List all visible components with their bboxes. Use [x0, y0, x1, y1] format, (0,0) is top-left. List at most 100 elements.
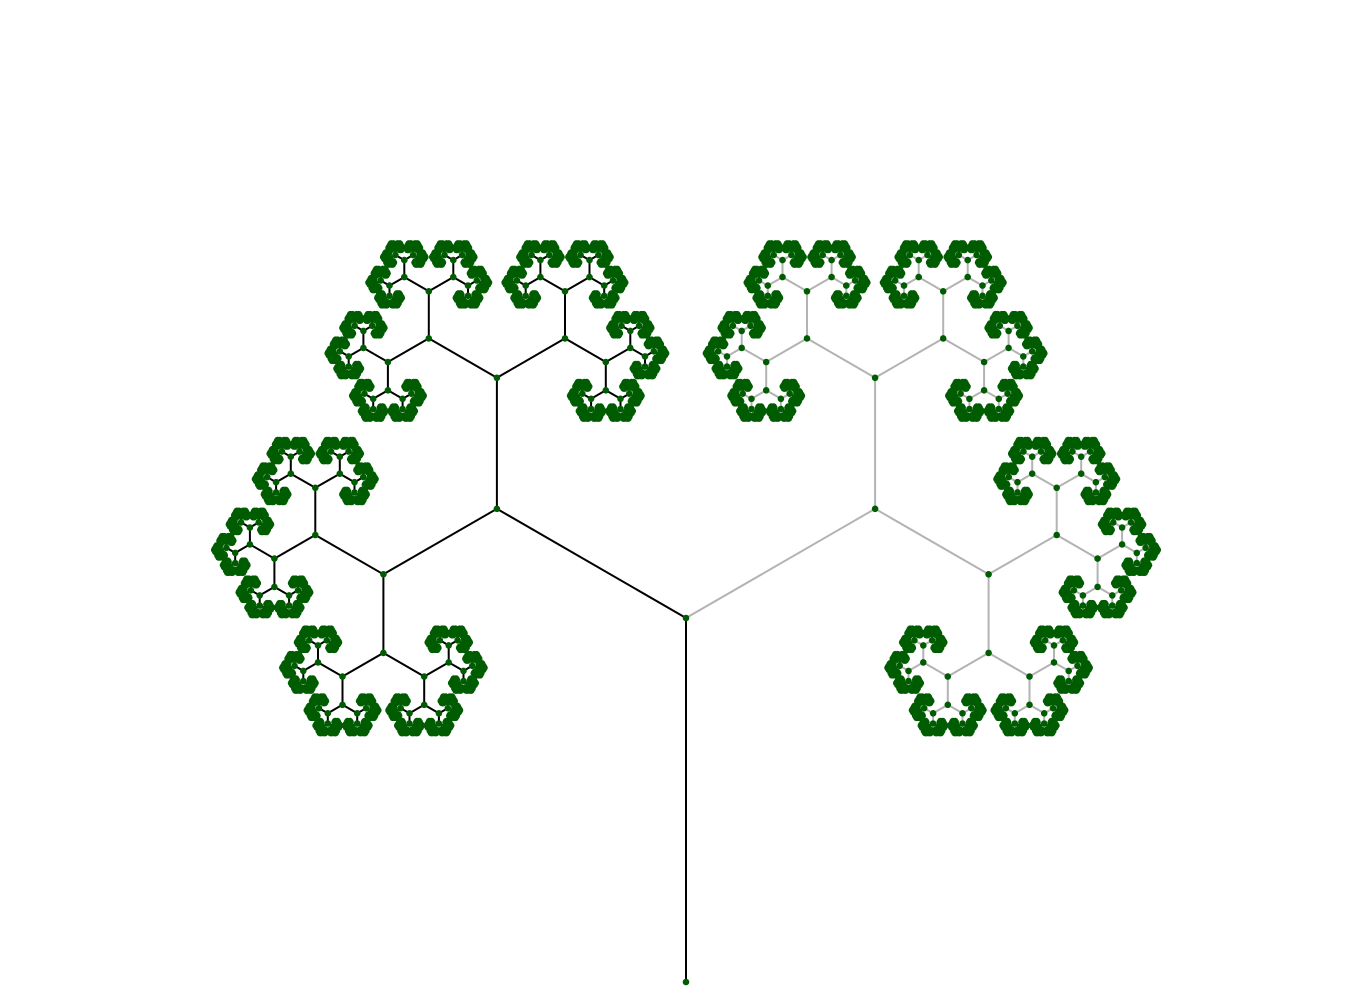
tree-node: [227, 539, 235, 546]
tree-node: [362, 480, 369, 487]
tree-node: [246, 524, 254, 531]
tree-node: [347, 719, 354, 726]
tree-node: [456, 643, 464, 650]
tree-node: [635, 362, 642, 369]
tree-node: [401, 273, 408, 281]
tree-node: [803, 288, 811, 295]
tree-node: [324, 720, 332, 727]
tree-node: [401, 699, 409, 707]
tree-node: [611, 283, 619, 291]
tree-node: [266, 487, 273, 495]
tree-node: [410, 396, 418, 404]
tree-node: [446, 711, 454, 718]
tree-node: [597, 258, 604, 265]
tree-node: [399, 395, 406, 403]
tree-node: [738, 344, 745, 352]
tree-node: [341, 342, 348, 350]
tree-node: [425, 335, 433, 342]
tree-node: [363, 404, 370, 412]
tree-node: [429, 719, 436, 726]
tree-node: [749, 328, 757, 336]
tree-node: [237, 519, 245, 526]
tree-node: [345, 448, 352, 455]
tree-node: [380, 571, 387, 578]
tree-node: [583, 385, 590, 392]
tree-node: [627, 327, 634, 335]
tree-node: [305, 637, 313, 644]
tree-node: [247, 587, 255, 594]
tree-node: [764, 282, 772, 289]
tree-node: [296, 448, 303, 455]
tree-node: [537, 256, 544, 264]
tree-node: [225, 558, 232, 566]
tree-node: [353, 720, 361, 727]
tree-node: [314, 642, 322, 649]
tree-node: [777, 395, 785, 403]
tree-node: [493, 374, 501, 382]
tree-node: [380, 649, 387, 657]
tree-node: [360, 473, 367, 481]
tree-node: [445, 246, 453, 254]
tree-node: [392, 404, 400, 412]
tree-node: [435, 720, 443, 727]
tree-node: [381, 272, 389, 279]
tree-node: [594, 291, 601, 298]
tree-node: [384, 358, 392, 366]
tree-node: [327, 448, 335, 455]
tree-node: [399, 719, 407, 726]
tree-node: [454, 637, 461, 644]
tree-node: [453, 676, 461, 684]
tree-node: [249, 601, 257, 608]
tree-node: [291, 662, 298, 670]
tree-node: [748, 395, 755, 403]
tree-node: [602, 358, 610, 366]
tree-node: [257, 525, 265, 532]
tree-node: [298, 454, 306, 462]
tree-node: [406, 720, 413, 727]
tree-node: [296, 593, 304, 600]
tree-node: [246, 541, 254, 548]
tree-node: [362, 704, 370, 712]
tree-node: [561, 288, 569, 295]
tree-node: [638, 328, 645, 336]
tree-node: [242, 513, 249, 521]
tree-node: [475, 283, 483, 291]
tree-node: [493, 505, 501, 513]
tree-node: [518, 272, 525, 279]
tree-node: [317, 719, 325, 726]
tree-node: [610, 404, 618, 412]
tree-node: [344, 487, 352, 495]
tree-node: [351, 489, 358, 496]
tree-node: [587, 395, 595, 403]
tree-node: [682, 978, 690, 986]
tree-node: [460, 677, 467, 685]
tree-node: [586, 273, 593, 281]
tree-node: [325, 643, 333, 650]
tree-node: [300, 677, 307, 685]
tree-node: [515, 291, 523, 298]
tree-node: [719, 342, 726, 350]
tree-node: [315, 704, 323, 712]
tree-node: [396, 246, 404, 254]
tree-node: [369, 395, 377, 403]
tree-node: [339, 701, 346, 709]
tree-node: [283, 443, 290, 450]
tree-node: [471, 668, 478, 676]
tree-node: [788, 396, 796, 404]
tree-node: [312, 484, 319, 492]
tree-node: [397, 704, 405, 712]
tree-node: [828, 256, 835, 264]
tree-node: [652, 354, 660, 362]
tree-node: [256, 602, 264, 609]
tree-node: [401, 256, 408, 264]
tree-node: [287, 453, 295, 461]
tree-node: [828, 273, 835, 281]
tree-node: [641, 353, 649, 360]
tree-node: [231, 549, 239, 557]
tree-node: [464, 282, 472, 289]
tree-node: [300, 667, 307, 675]
tree-node: [743, 385, 751, 392]
tree-node: [271, 583, 278, 591]
tree-node: [252, 581, 259, 589]
